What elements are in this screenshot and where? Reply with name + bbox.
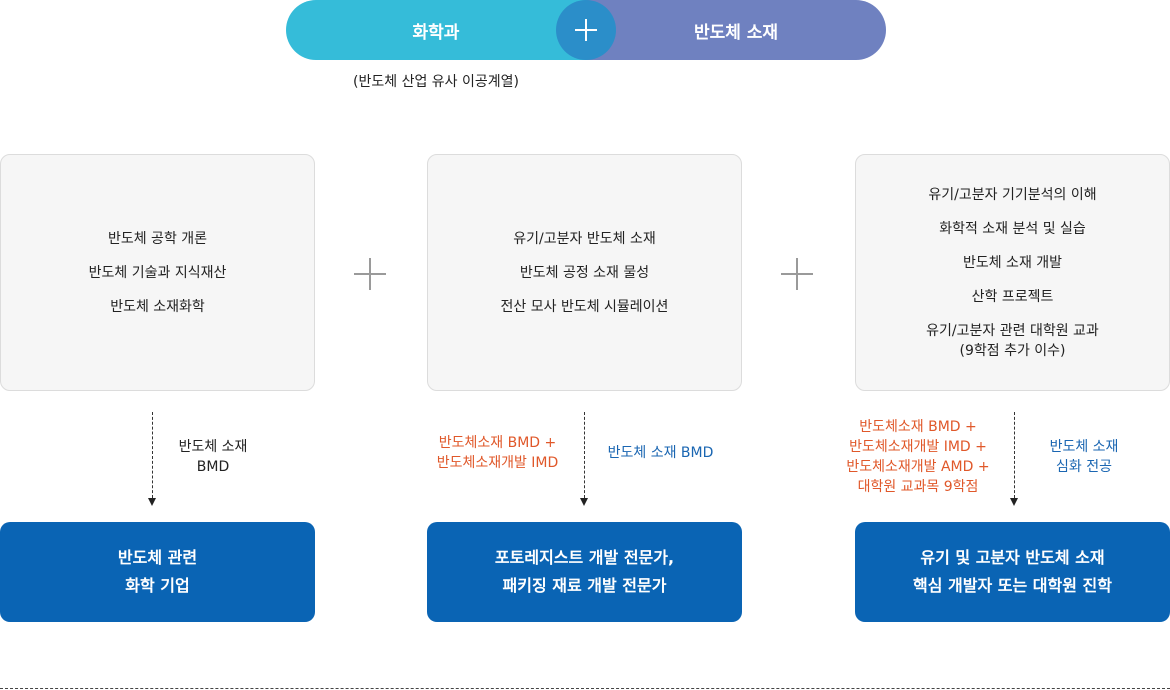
course-card-3: 유기/고분자 기기분석의 이해 화학적 소재 분석 및 실습 반도체 소재 개발… [855, 154, 1170, 391]
plus-icon [556, 0, 616, 60]
course-item: 반도체 소재화학 [110, 298, 205, 315]
degree-label: 반도체 소재 심화 전공 [1049, 439, 1119, 475]
course-item: 산학 프로젝트 [971, 288, 1054, 305]
chemistry-label: 화학과 [286, 0, 586, 60]
degree-label: 반도체 소재 BMD [178, 439, 248, 475]
degree-combo-label: 반도체소재 BMD + 반도체소재개발 IMD [436, 435, 559, 471]
flow-arrow [148, 412, 158, 506]
career-outcome-3: 유기 및 고분자 반도체 소재 핵심 개발자 또는 대학원 진학 [855, 522, 1170, 622]
career-outcome-1: 반도체 관련 화학 기업 [0, 522, 315, 622]
course-item: 반도체 기술과 지식재산 [88, 264, 227, 281]
flow-arrow [580, 412, 590, 506]
course-card-2: 유기/고분자 반도체 소재 반도체 공정 소재 물성 전산 모사 반도체 시뮬레… [427, 154, 742, 391]
career-line: 반도체 관련 [117, 548, 198, 567]
career-line: 화학 기업 [125, 576, 190, 595]
plus-icon [781, 258, 813, 290]
career-outcome-2: 포토레지스트 개발 전문가, 패키징 재료 개발 전문가 [427, 522, 742, 622]
course-item: 반도체 공정 소재 물성 [519, 264, 650, 281]
course-item: 유기/고분자 반도체 소재 [513, 230, 656, 247]
course-item: 화학적 소재 분석 및 실습 [939, 220, 1086, 237]
course-item: 반도체 공학 개론 [107, 230, 208, 247]
arrow-down-icon [148, 498, 156, 506]
semiconductor-material-label: 반도체 소재 [586, 0, 886, 60]
career-line: 유기 및 고분자 반도체 소재 [920, 548, 1105, 567]
course-item: 유기/고분자 기기분석의 이해 [928, 186, 1097, 203]
divider [0, 688, 1170, 689]
arrow-down-icon [580, 498, 588, 506]
plus-icon [354, 258, 386, 290]
course-card-1: 반도체 공학 개론 반도체 기술과 지식재산 반도체 소재화학 [0, 154, 315, 391]
header-subtitle: (반도체 산업 유사 이공계열) [353, 74, 519, 90]
career-line: 핵심 개발자 또는 대학원 진학 [913, 576, 1112, 595]
flow-arrow [1010, 412, 1020, 506]
degree-combo-label: 반도체소재 BMD + 반도체소재개발 IMD + 반도체소재개발 AMD + … [846, 419, 990, 495]
track-header-pill: 화학과 반도체 소재 [286, 0, 886, 60]
course-item: 반도체 소재 개발 [962, 254, 1063, 271]
career-line: 패키징 재료 개발 전문가 [502, 576, 667, 595]
career-line: 포토레지스트 개발 전문가, [494, 548, 675, 567]
degree-label: 반도체 소재 BMD [607, 445, 714, 461]
arrow-down-icon [1010, 498, 1018, 506]
course-item: 전산 모사 반도체 시뮬레이션 [500, 298, 669, 315]
course-item: 유기/고분자 관련 대학원 교과 (9학점 추가 이수) [926, 322, 1099, 359]
